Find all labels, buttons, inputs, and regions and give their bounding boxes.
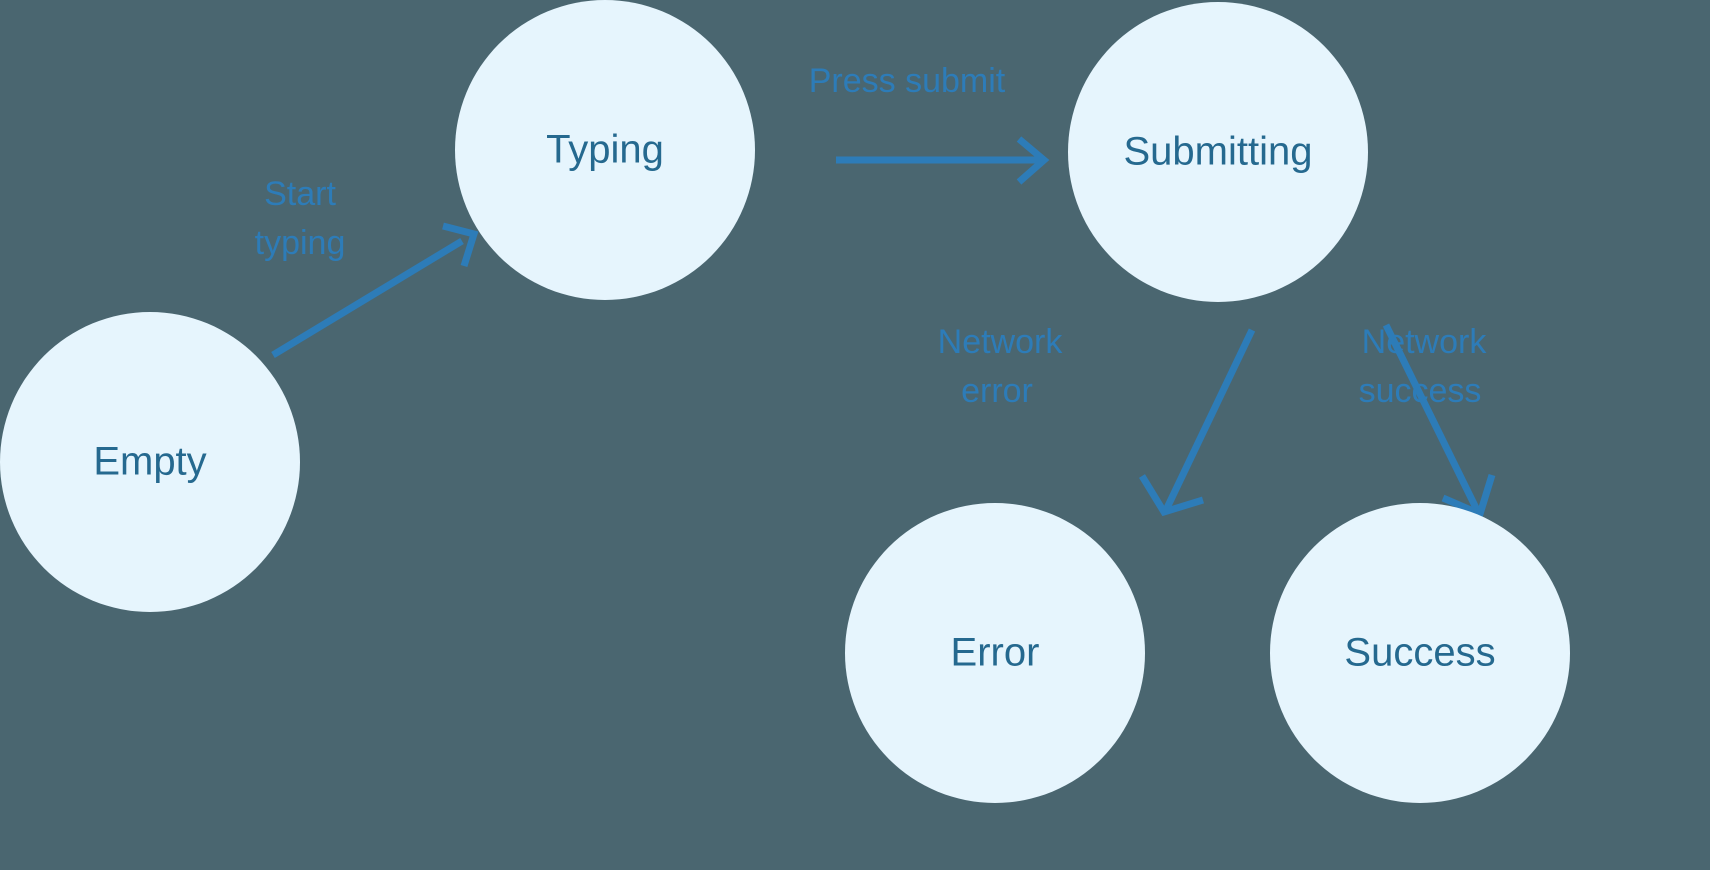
state-node-typing-label: Typing (546, 128, 664, 172)
state-node-error-label: Error (951, 631, 1040, 675)
state-node-error-circle (845, 503, 1145, 803)
state-node-empty-circle (0, 312, 300, 612)
transition-label-submitting-to-error-line1: Network (938, 323, 1064, 361)
transition-submitting-to-success-line (1382, 323, 1482, 514)
transition-typing-to-submitting[interactable] (836, 136, 1050, 185)
transition-label-typing-to-submitting-line1: Press submit (809, 62, 1006, 100)
state-node-error[interactable]: Error (845, 503, 1145, 803)
state-node-success[interactable]: Success (1270, 503, 1570, 803)
transition-label-submitting-to-success-line1: Network (1362, 323, 1488, 361)
transition-label-empty-to-typing: Start typing (255, 175, 346, 262)
state-node-success-label: Success (1344, 631, 1495, 675)
transition-label-typing-to-submitting: Press submit (809, 62, 1006, 100)
transition-label-empty-to-typing-line2: typing (255, 224, 346, 262)
transition-label-empty-to-typing-line1: Start (264, 175, 336, 213)
transition-submitting-to-success-arrowhead (1441, 473, 1496, 519)
state-node-typing-circle (455, 0, 755, 300)
transition-empty-to-typing[interactable] (271, 222, 479, 358)
transition-label-submitting-to-error: Network error (938, 323, 1064, 410)
state-node-typing[interactable]: Typing (455, 0, 755, 300)
transition-typing-to-submitting-arrowhead (1016, 136, 1050, 185)
transition-submitting-to-success[interactable] (1382, 323, 1496, 519)
transition-label-submitting-to-success-line2: success (1359, 372, 1482, 410)
state-node-empty-label: Empty (93, 440, 206, 484)
transition-submitting-to-error-arrowhead (1139, 474, 1205, 517)
state-node-submitting-circle (1068, 2, 1368, 302)
transition-submitting-to-error[interactable] (1139, 328, 1256, 517)
state-node-submitting[interactable]: Submitting (1068, 2, 1368, 302)
state-node-empty[interactable]: Empty (0, 312, 300, 612)
transition-label-submitting-to-error-line2: error (961, 372, 1033, 410)
transition-submitting-to-error-line (1162, 328, 1256, 512)
transition-empty-to-typing-arrowhead (442, 222, 479, 268)
state-node-submitting-label: Submitting (1124, 130, 1313, 174)
transition-empty-to-typing-line (271, 238, 464, 358)
transition-label-submitting-to-success: Network success (1359, 323, 1488, 410)
state-node-success-circle (1270, 503, 1570, 803)
